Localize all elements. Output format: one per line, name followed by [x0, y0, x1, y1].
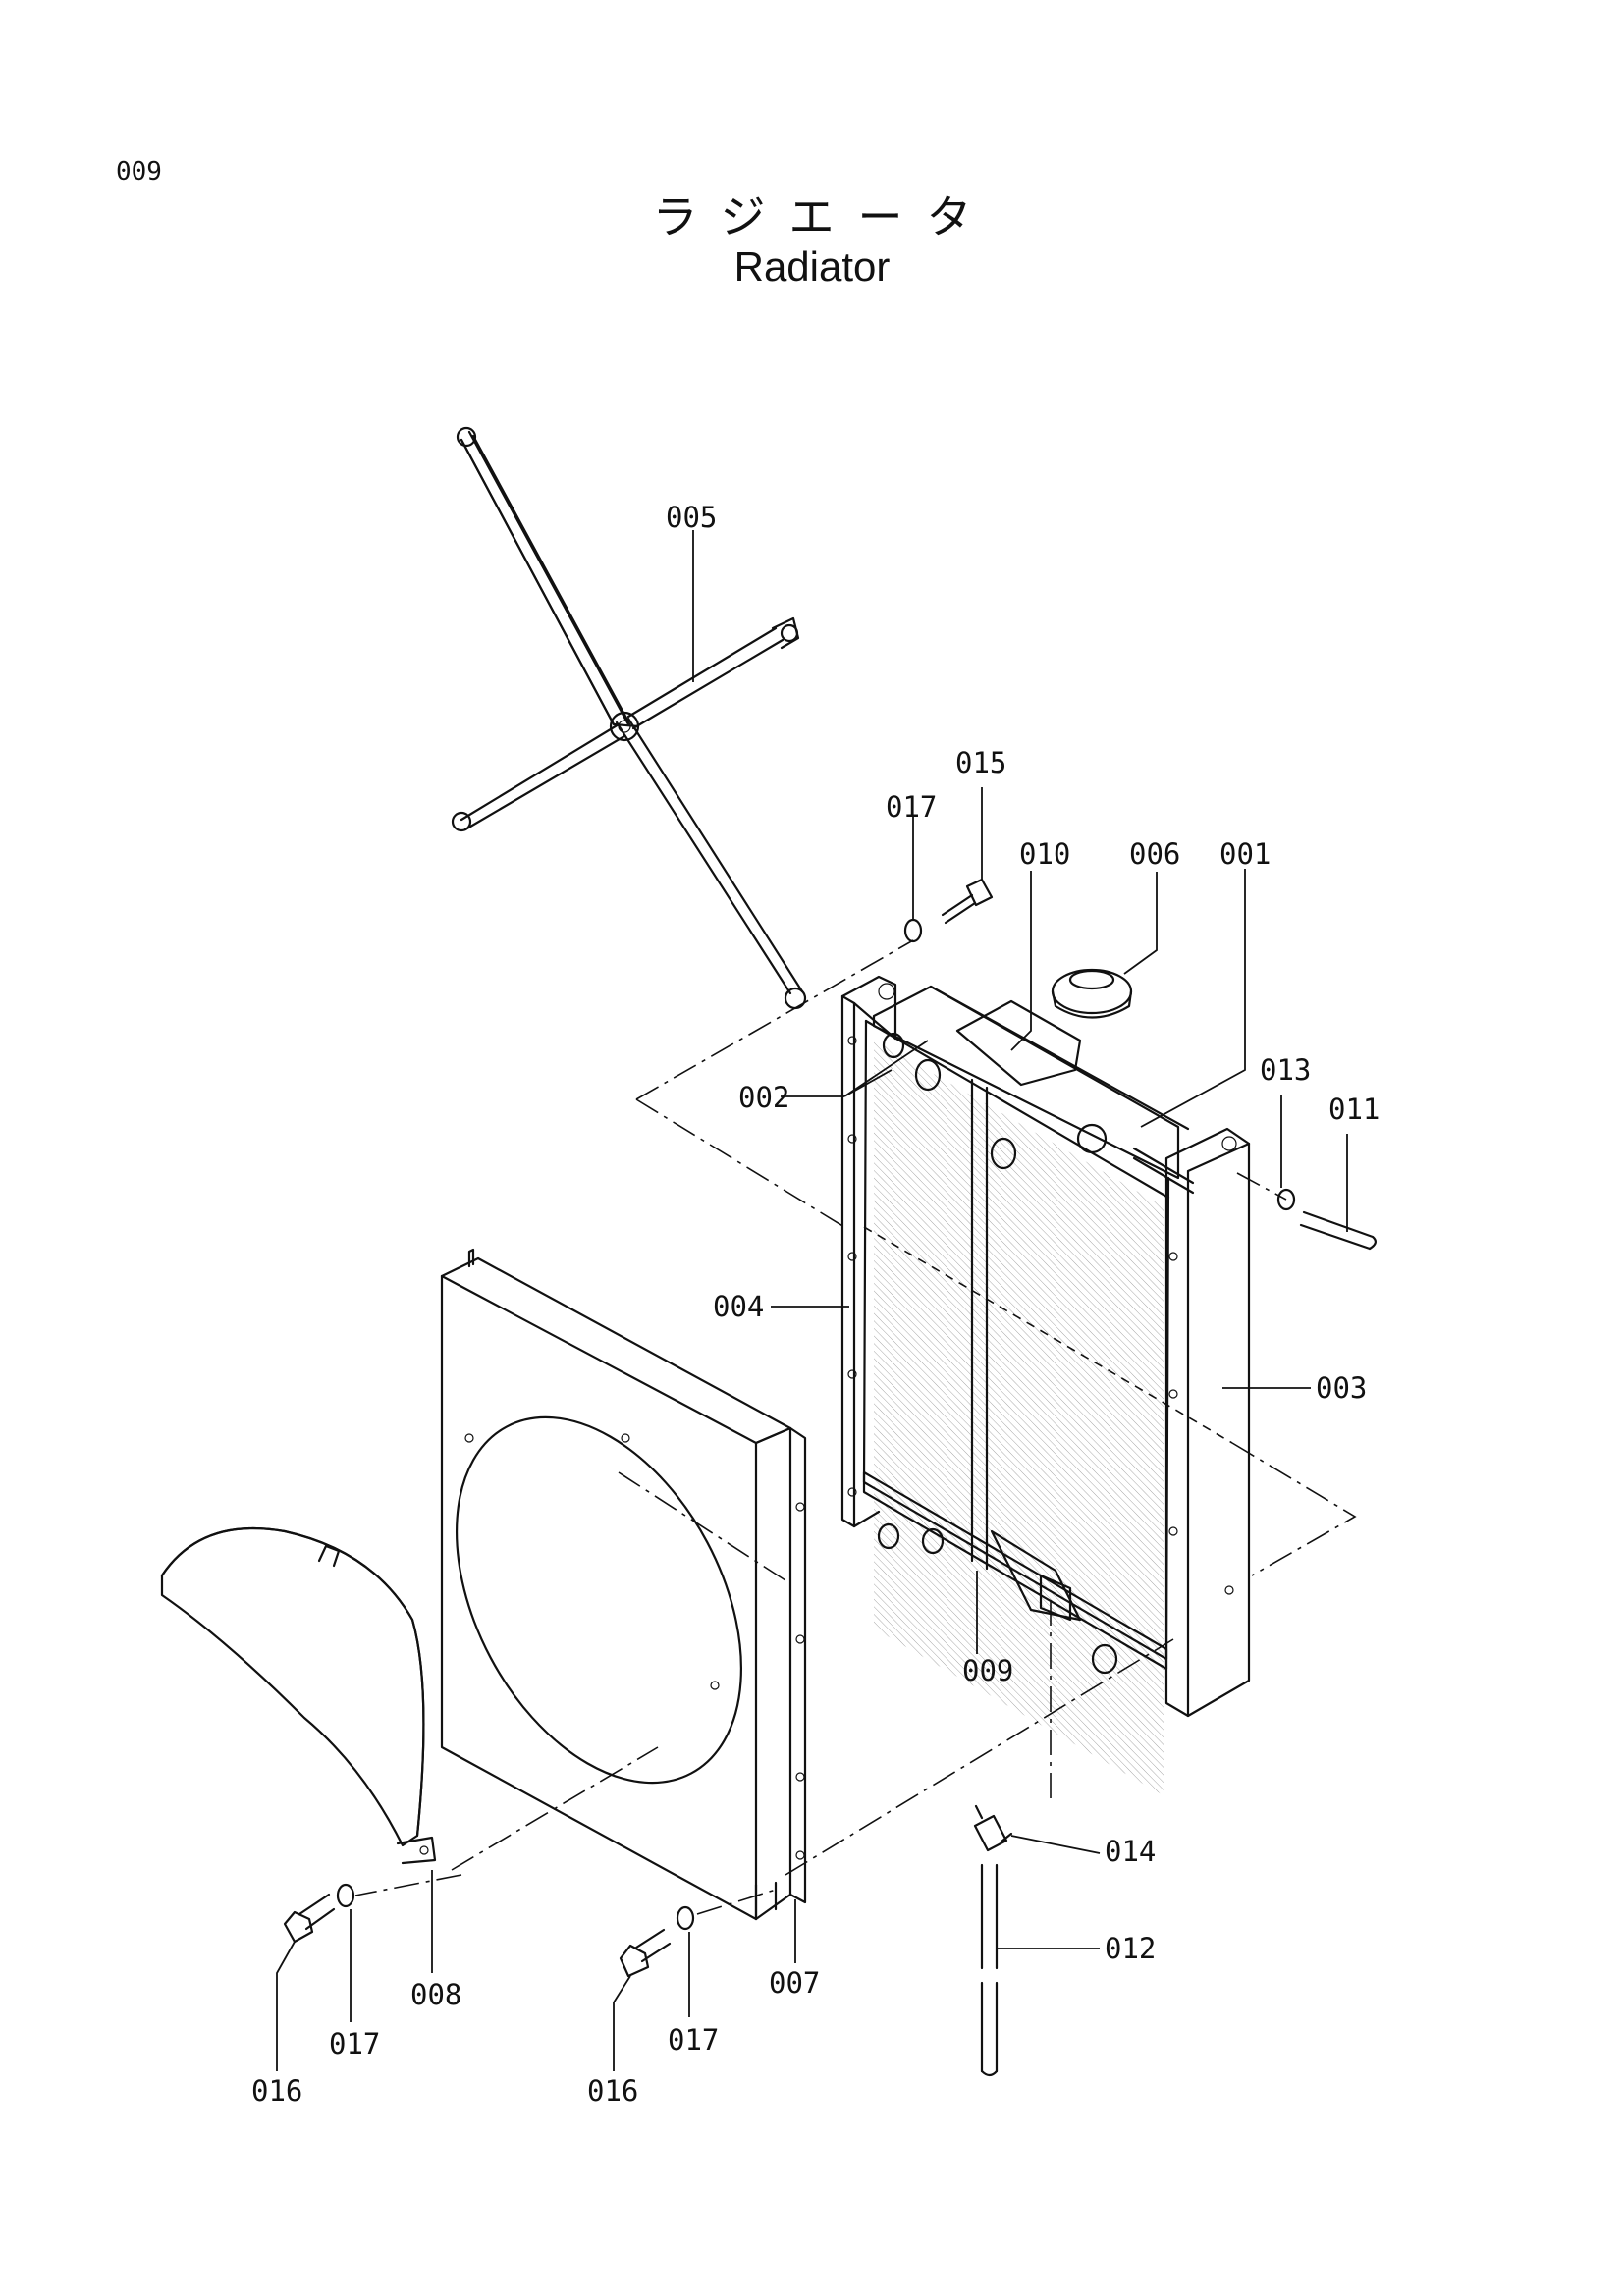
right-side-plate [1164, 1127, 1251, 1718]
callout-017-top: 017 [886, 790, 937, 824]
radiator-core [862, 985, 1195, 1796]
callout-005: 005 [666, 501, 717, 534]
drain-bracket [1039, 1574, 1072, 1622]
drain-hose-012 [980, 1863, 999, 2077]
callout-002: 002 [738, 1081, 789, 1114]
label-plate [955, 999, 1082, 1087]
title-japanese: ラジエータ [652, 190, 996, 243]
callout-016-center: 016 [587, 2074, 638, 2108]
drain-cock-014 [973, 1804, 1013, 1852]
fan-guard [160, 1526, 437, 1865]
callout-012: 012 [1105, 1932, 1156, 1965]
bolt-016-left [283, 1893, 336, 1944]
callout-007: 007 [769, 1966, 820, 2000]
callout-017-center: 017 [668, 2023, 719, 2056]
callout-006: 006 [1129, 837, 1180, 871]
callout-003: 003 [1316, 1371, 1367, 1405]
page-number: 009 [116, 157, 162, 187]
washer-017-center [676, 1905, 695, 1931]
callout-004: 004 [713, 1290, 764, 1323]
radiator-cap [1051, 968, 1133, 1019]
callout-010: 010 [1019, 837, 1070, 871]
washer-017-top [903, 918, 923, 943]
fan-shroud [440, 1248, 807, 1921]
callout-001: 001 [1219, 837, 1271, 871]
stay-brace [451, 426, 807, 1010]
hose-011 [1299, 1210, 1377, 1251]
washer-017-left [336, 1883, 355, 1908]
bolt-015 [941, 878, 994, 925]
left-side-plate [840, 975, 897, 1528]
title-english: Radiator [733, 243, 891, 290]
callout-014: 014 [1105, 1835, 1156, 1868]
callout-013: 013 [1260, 1053, 1311, 1087]
callout-017-left: 017 [329, 2027, 380, 2060]
callout-016-left: 016 [251, 2074, 302, 2108]
callout-008: 008 [410, 1978, 461, 2011]
bolt-016-center [619, 1928, 672, 1978]
callout-011: 011 [1328, 1093, 1380, 1126]
callout-009: 009 [962, 1654, 1013, 1687]
callout-015: 015 [955, 746, 1006, 779]
clamp-013 [1276, 1188, 1296, 1211]
